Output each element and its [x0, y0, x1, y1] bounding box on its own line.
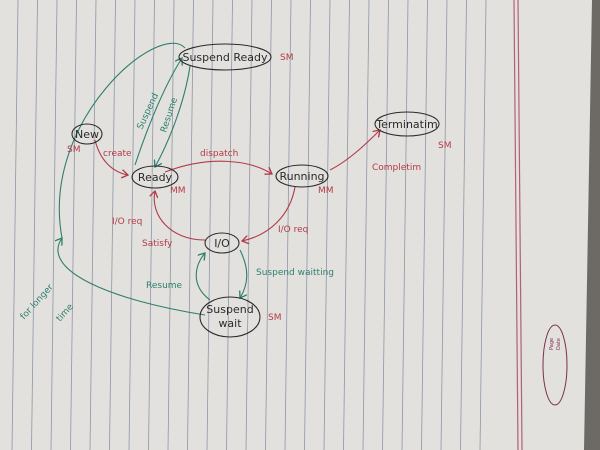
node-io: [204, 232, 240, 254]
ruled-line: [11, 0, 19, 450]
tag-suspend-ready: SM: [280, 53, 293, 63]
ruled-line: [109, 0, 116, 450]
ruled-line: [245, 0, 253, 450]
label-suspend-wait-1: Suspend: [206, 303, 253, 316]
edge-completion: [329, 130, 380, 171]
ruled-line: [382, 0, 389, 450]
node-suspend-wait: [199, 296, 261, 338]
ruled-line: [70, 0, 77, 450]
label-suspend-waiting: Suspend waitting: [256, 268, 334, 278]
ruled-line: [167, 0, 175, 450]
ruled-line: [226, 0, 233, 450]
stamp-date: Date: [556, 338, 562, 350]
node-new: [71, 123, 103, 145]
node-running: [275, 164, 329, 188]
label-resume-bottom: Resume: [146, 281, 183, 291]
ruled-line: [265, 0, 272, 450]
ruled-line: [50, 0, 58, 450]
ruled-line: [304, 0, 311, 450]
label-completion: Completim: [372, 163, 421, 173]
ruled-line: [421, 0, 428, 450]
tag-ready: MM: [170, 186, 186, 196]
label-running: Running: [279, 170, 324, 183]
ruled-line: [187, 0, 194, 450]
label-termination: Terminatim: [375, 118, 438, 131]
ruled-lines: [11, 0, 487, 450]
ruled-line: [440, 0, 448, 450]
edge-suspend: [134, 58, 182, 166]
label-new: New: [75, 128, 99, 141]
label-create: create: [103, 149, 132, 159]
tag-termination: SM: [438, 141, 451, 151]
label-suspend-wait-2: wait: [218, 317, 242, 330]
node-ready: [131, 165, 179, 189]
edge-satisfy: [154, 191, 206, 241]
edge-create: [94, 139, 128, 175]
edge-dispatch: [164, 160, 272, 174]
ruled-line: [323, 0, 331, 450]
label-io-req-left: I/O req: [112, 217, 142, 227]
ruled-line: [206, 0, 214, 450]
ruled-line: [31, 0, 38, 450]
ruled-line: [89, 0, 97, 450]
node-suspend-ready: [178, 43, 272, 71]
edge-for-longer-time-top: [59, 42, 186, 239]
label-dispatch: dispatch: [200, 149, 238, 159]
label-ready: Ready: [138, 171, 173, 184]
ruled-line: [479, 0, 487, 450]
label-suspend-ready: Suspend Ready: [182, 51, 268, 64]
ruled-line: [362, 0, 370, 450]
ruled-line: [284, 0, 292, 450]
ruled-line: [148, 0, 155, 450]
edge-io-req: [242, 186, 296, 241]
edge-for-longer-time: [58, 238, 206, 316]
ruled-line: [460, 0, 467, 450]
margin-line: [513, 0, 519, 450]
edge-resume-top: [155, 65, 191, 167]
tag-new: SM: [67, 145, 80, 155]
ruled-line: [128, 0, 136, 450]
ruled-line: [401, 0, 409, 450]
label-io: I/O: [214, 237, 230, 250]
ruled-line: [343, 0, 350, 450]
margin-line: [517, 0, 523, 450]
edge-suspend-waiting: [240, 249, 248, 298]
label-satisfy: Satisfy: [142, 239, 173, 249]
tag-running: MM: [318, 186, 334, 196]
edge-resume-bottom: [195, 253, 211, 301]
stamp-page: Page: [549, 338, 555, 350]
tag-suspend-wait: SM: [268, 313, 281, 323]
label-io-req-right: I/O req: [278, 225, 308, 235]
page-date-stamp: Page Date: [542, 324, 568, 406]
node-termination: [374, 111, 440, 137]
